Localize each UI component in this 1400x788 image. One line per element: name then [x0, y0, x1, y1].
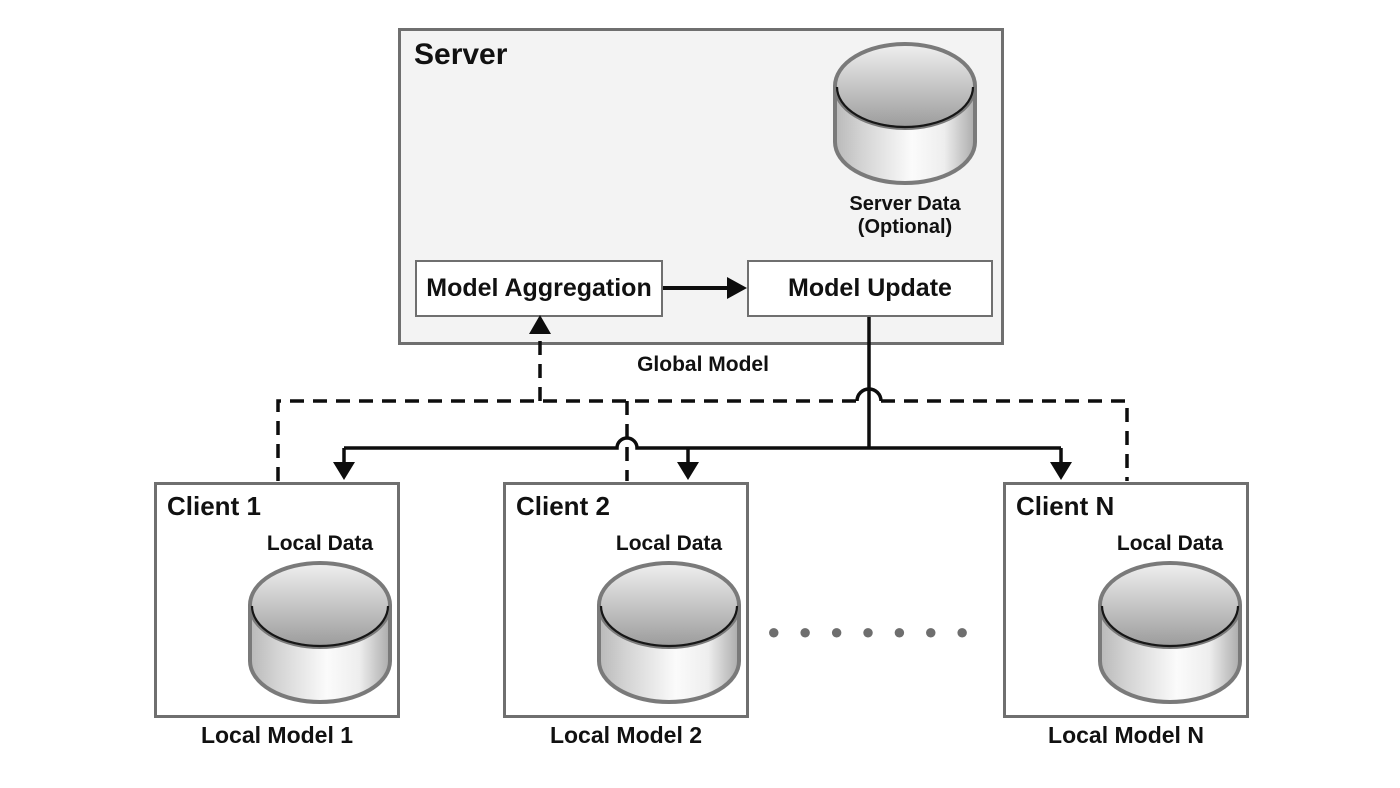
client-2-local-data-label: Local Data: [615, 532, 723, 555]
client-n-local-data-label: Local Data: [1116, 532, 1224, 555]
server-data-label-line1: Server Data: [849, 193, 961, 215]
model-update-label: Model Update: [788, 274, 952, 302]
client-1-local-data-label: Local Data: [266, 532, 374, 555]
server-data-label-line2: (Optional): [857, 216, 953, 238]
downlink-client-n-arrowhead: [1050, 462, 1072, 480]
server-data-label: Server Data (Optional): [849, 193, 960, 239]
model-aggregation-label: Model Aggregation: [426, 274, 652, 302]
client-1-title: Client 1: [167, 491, 261, 521]
uplink-bus-hop: [855, 387, 883, 402]
global-model-label: Global Model: [637, 353, 769, 376]
downlink-bus: [344, 436, 1061, 450]
client-2-title: Client 2: [516, 491, 610, 521]
client-2-model-label: Local Model 2: [549, 722, 703, 748]
downlink-client-2-arrowhead: [677, 462, 699, 480]
client-1-model-label: Local Model 1: [200, 722, 354, 748]
model-update-box: Model Update: [747, 260, 993, 317]
client-n-title: Client N: [1016, 491, 1115, 521]
uplink-bus-left: [276, 399, 857, 481]
server-title: Server: [414, 38, 508, 71]
downlink-client-1-arrowhead: [333, 462, 355, 480]
uplink-bus-right: [881, 399, 1129, 481]
client-n-model-label: Local Model N: [1048, 722, 1204, 748]
model-aggregation-box: Model Aggregation: [415, 260, 663, 317]
more-clients-ellipsis: ● ● ● ● ● ● ●: [767, 619, 975, 644]
